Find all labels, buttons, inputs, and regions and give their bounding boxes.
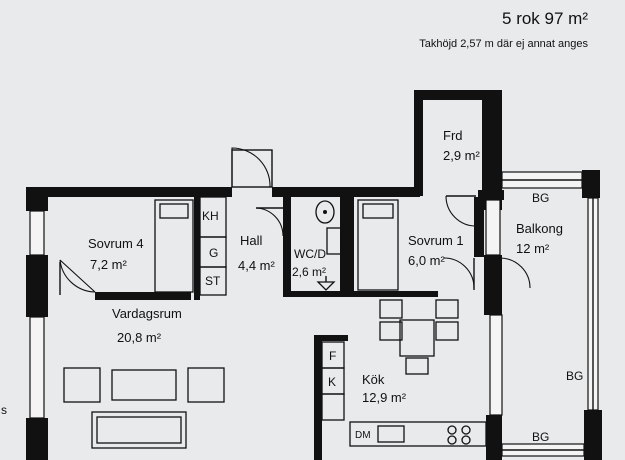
room-name-frd: Frd: [443, 128, 463, 143]
label-f: F: [329, 349, 336, 363]
label-kh: KH: [202, 209, 219, 223]
room-area-wcd: 2,6 m²: [292, 265, 326, 279]
label-edge-s: s: [1, 403, 7, 417]
room-area-sovrum4: 7,2 m²: [90, 257, 128, 272]
wall-frd-top: [414, 90, 502, 100]
room-name-kok: Kök: [362, 372, 385, 387]
wall-kitchen-top: [314, 335, 348, 341]
furniture: [63, 196, 487, 449]
wall-top-left: [26, 187, 232, 197]
door-swings: [59, 147, 531, 295]
header: 5 rok 97 m² Takhöjd 2,57 m där ej annat …: [419, 9, 588, 50]
wall-sov1-right: [474, 197, 484, 257]
armchair-right: [187, 367, 225, 403]
sink-icon: [315, 200, 335, 224]
label-bg-right: BG: [566, 369, 583, 383]
room-area-hall: 4,4 m²: [238, 258, 276, 273]
wall-hall-right: [283, 197, 291, 297]
label-g: G: [209, 246, 218, 260]
window-sov1: [485, 199, 501, 256]
bed-sov1: [357, 199, 399, 291]
wall-wc-bottom: [283, 291, 343, 297]
sofa: [91, 411, 187, 449]
wall-balkong-bottom-corner: [584, 410, 602, 460]
wall-frd-left: [414, 90, 423, 196]
walls: [26, 90, 602, 460]
wall-left-b: [26, 255, 48, 317]
wall-sov4-bottom: [95, 292, 191, 300]
cupboard-st: [199, 266, 227, 296]
kitchen-counter: [349, 421, 487, 447]
wall-top-hall: [272, 187, 420, 197]
plan-title: 5 rok 97 m²: [502, 9, 588, 28]
window-sov4: [29, 210, 45, 256]
stove-icon: [447, 425, 457, 435]
window-kitchen: [489, 314, 503, 416]
wall-right-bottom: [486, 415, 502, 460]
wall-left-a: [26, 187, 48, 211]
bed-sov4: [154, 199, 194, 293]
room-area-kok: 12,9 m²: [362, 390, 407, 405]
room-area-vardagsrum: 20,8 m²: [117, 330, 162, 345]
dining-table: [399, 319, 435, 357]
toilet-icon: [326, 227, 342, 255]
wall-right-mid: [484, 255, 502, 315]
room-name-sovrum1: Sovrum 1: [408, 233, 464, 248]
wall-wc-right: [340, 197, 354, 297]
label-dm: DM: [355, 430, 371, 441]
room-name-hall: Hall: [240, 233, 263, 248]
coffee-table: [111, 369, 177, 401]
room-name-sovrum4: Sovrum 4: [88, 236, 144, 251]
room-name-balkong: Balkong: [516, 221, 563, 236]
kitchen-sink-icon: [377, 425, 405, 443]
wall-balkong-corner: [582, 170, 600, 198]
windows: [29, 171, 599, 457]
armchair-left: [63, 367, 101, 403]
window-vardagsrum: [29, 316, 45, 419]
label-st: ST: [205, 274, 221, 288]
room-area-balkong: 12 m²: [516, 241, 550, 256]
plan-subtitle: Takhöjd 2,57 m där ej annat anges: [419, 38, 588, 50]
wall-sov1-bottom: [354, 291, 438, 297]
label-bg-bottom: BG: [532, 430, 549, 444]
wall-left-c: [26, 418, 48, 460]
room-area-frd: 2,9 m²: [443, 148, 481, 163]
room-area-sovrum1: 6,0 m²: [408, 253, 446, 268]
fixture-labels: KH G ST F K DM BG BG BG s: [1, 191, 583, 444]
wall-sov4-right: [194, 197, 200, 300]
wall-kitchen-left: [314, 335, 322, 460]
room-name-wcd: WC/D: [294, 247, 326, 261]
room-labels: Frd 2,9 m² Balkong 12 m² Sovrum 4 7,2 m²…: [88, 128, 563, 405]
wall-frd-right: [482, 90, 502, 210]
label-k: K: [328, 375, 336, 389]
room-name-vardagsrum: Vardagsrum: [112, 306, 182, 321]
label-bg-top: BG: [532, 191, 549, 205]
